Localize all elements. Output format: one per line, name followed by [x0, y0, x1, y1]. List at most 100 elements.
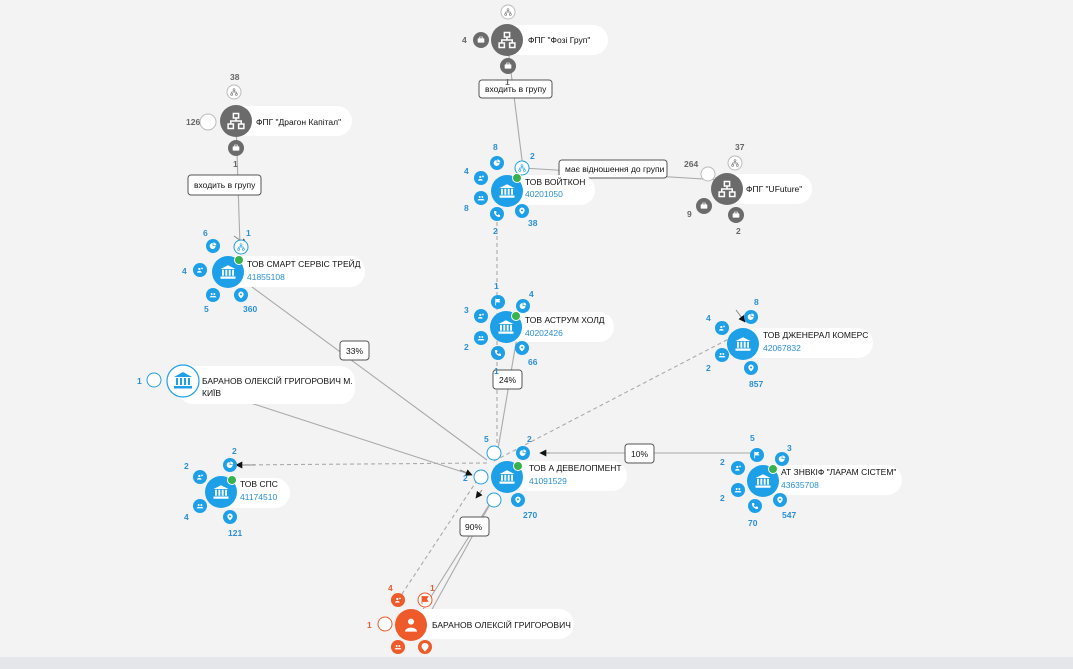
count: 1 — [430, 583, 435, 593]
bottom-bar — [0, 657, 1073, 669]
count: 1 — [494, 366, 499, 376]
edge-label-ufuture-relation[interactable]: має відношення до групи — [558, 159, 668, 179]
check-icon — [234, 255, 244, 265]
add-user-icon[interactable] — [193, 470, 207, 484]
count: 2 — [464, 342, 469, 352]
add-user-icon[interactable] — [146, 372, 162, 388]
flag-icon[interactable] — [486, 445, 502, 461]
users-icon[interactable] — [731, 483, 745, 497]
bank-icon — [174, 372, 192, 389]
count: 4 — [462, 35, 467, 45]
group-node-dragon[interactable]: ФПГ "Драгон Капітал" 38 126 1 — [186, 72, 352, 169]
company-node-development[interactable]: ТОВ А ДЕВЕЛОПМЕНТ 41091529 5 2 2 270 — [463, 434, 627, 520]
edge-label-share-33[interactable]: 33% — [339, 340, 370, 361]
company-node-smart[interactable]: ТОВ СМАРТ СЕРВІС ТРЕЙД 41855108 6 1 4 5 … — [182, 228, 365, 314]
count: 270 — [523, 510, 537, 520]
group-node-ufuture[interactable]: ФПГ "UFuture" 37 264 9 2 — [684, 142, 812, 236]
phone-icon[interactable] — [748, 499, 762, 513]
person-circle[interactable] — [395, 609, 427, 641]
count: 2 — [736, 226, 741, 236]
users-icon[interactable] — [193, 499, 207, 513]
node-name: ТОВ ДЖЕНЕРАЛ КОМЕРС — [763, 330, 868, 340]
users-icon[interactable] — [391, 640, 405, 654]
node-code[interactable]: 40202426 — [525, 328, 563, 338]
edge-label-fozi-group[interactable]: входить в групу — [478, 79, 553, 99]
count: 38 — [230, 72, 240, 82]
node-code[interactable]: 40201050 — [525, 189, 563, 199]
briefcase-icon[interactable] — [700, 166, 716, 182]
node-name: ТОВ ВОЙТКОН — [525, 176, 585, 187]
company-node-laram[interactable]: АТ ЗНВКІФ "ЛАРАМ СІСТЕМ" 43635708 5 3 2 … — [720, 433, 902, 528]
node-code[interactable]: 43635708 — [781, 480, 819, 490]
count: 857 — [749, 379, 763, 389]
check-icon — [512, 173, 522, 183]
count: 2 — [463, 473, 468, 483]
count: 2 — [706, 363, 711, 373]
count: 4 — [184, 512, 189, 522]
add-user-icon[interactable] — [391, 593, 405, 607]
users-icon[interactable] — [474, 331, 488, 345]
briefcase-icon[interactable] — [199, 113, 217, 131]
company-node-astrum[interactable]: ТОВ АСТРУМ ХОЛД 40202426 1 4 3 2 1 66 — [464, 281, 614, 376]
users-icon[interactable] — [474, 191, 488, 205]
count: 126 — [186, 117, 200, 127]
count: 3 — [464, 305, 469, 315]
add-user-icon[interactable] — [731, 461, 745, 475]
company-node-general[interactable]: ТОВ ДЖЕНЕРАЛ КОМЕРС 42067832 8 4 2 857 — [706, 297, 873, 389]
users-icon[interactable] — [377, 616, 393, 632]
add-user-icon[interactable] — [193, 263, 207, 277]
node-name: ТОВ СПС — [240, 479, 278, 489]
node-name: ФПГ "Фозі Груп" — [528, 35, 590, 45]
add-user-icon[interactable] — [474, 171, 488, 185]
count: 1 — [137, 376, 142, 386]
node-name: АТ ЗНВКІФ "ЛАРАМ СІСТЕМ" — [781, 467, 896, 477]
edge-label-share-10[interactable]: 10% — [624, 443, 655, 464]
company-circle[interactable] — [491, 175, 523, 207]
phone-icon[interactable] — [491, 346, 505, 360]
company-node-voitkon[interactable]: ТОВ ВОЙТКОН 40201050 8 2 4 8 2 38 — [464, 142, 595, 236]
users-icon[interactable] — [715, 348, 729, 362]
node-code[interactable]: 41855108 — [247, 272, 285, 282]
count: 2 — [527, 434, 532, 444]
count: 2 — [493, 226, 498, 236]
count: 37 — [735, 142, 745, 152]
check-icon — [513, 461, 523, 471]
add-user-icon[interactable] — [473, 469, 489, 485]
count: 8 — [754, 297, 759, 307]
company-circle[interactable] — [166, 364, 200, 398]
count: 8 — [493, 142, 498, 152]
node-name: БАРАНОВ ОЛЕКСІЙ ГРИГОРОВИЧ М. — [202, 375, 353, 386]
count: 38 — [528, 218, 538, 228]
group-node-fozi[interactable]: ФПГ "Фозі Груп" 4 1 — [462, 4, 608, 87]
company-circle[interactable] — [727, 328, 759, 360]
count: 1 — [367, 620, 372, 630]
count: 5 — [484, 434, 489, 444]
edge-label-share-24[interactable]: 24% — [492, 369, 523, 390]
node-code[interactable]: 42067832 — [763, 343, 801, 353]
node-code[interactable]: 41091529 — [529, 476, 567, 486]
node-name: ФПГ "Драгон Капітал" — [256, 117, 341, 127]
company-node-sps[interactable]: ТОВ СПС 41174510 2 2 4 121 — [184, 446, 290, 538]
node-name-line2: КИЇВ — [202, 388, 221, 398]
check-icon — [227, 475, 237, 485]
count: 6 — [203, 228, 208, 238]
count: 3 — [787, 443, 792, 453]
person-node-baranov[interactable]: БАРАНОВ ОЛЕКСІЙ ГРИГОРОВИЧ 4 1 1 — [367, 583, 574, 654]
edge-label-text: входить в групу — [194, 180, 256, 190]
check-icon — [768, 464, 778, 474]
check-icon — [511, 311, 521, 321]
node-name: ФПГ "UFuture" — [746, 184, 802, 194]
edge-label-text: 90% — [465, 522, 482, 532]
add-user-icon[interactable] — [474, 309, 488, 323]
count: 360 — [243, 304, 257, 314]
company-node-baranov-kyiv[interactable]: БАРАНОВ ОЛЕКСІЙ ГРИГОРОВИЧ М. КИЇВ 1 — [137, 364, 355, 404]
phone-icon[interactable] — [490, 207, 504, 221]
node-name: ТОВ АСТРУМ ХОЛД — [525, 315, 605, 325]
node-code[interactable]: 41174510 — [240, 492, 277, 502]
add-user-icon[interactable] — [715, 321, 729, 335]
users-icon[interactable] — [206, 288, 220, 302]
edge-label-dragon-group[interactable]: входить в групу — [187, 174, 262, 196]
edge-label-share-90[interactable]: 90% — [459, 516, 490, 537]
users-icon[interactable] — [486, 492, 502, 508]
